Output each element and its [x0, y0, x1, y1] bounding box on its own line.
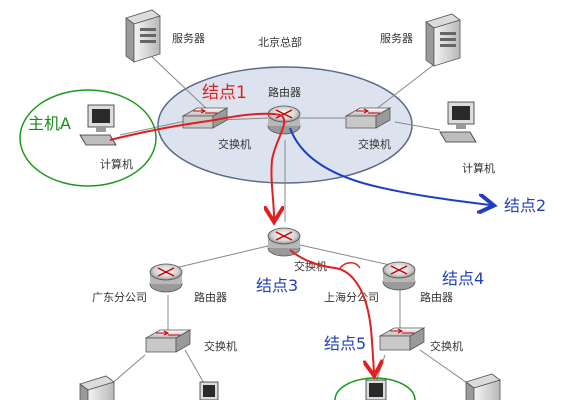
switch-hq-left-label: 交换机 [218, 137, 251, 151]
red-path-2 [289, 249, 374, 372]
host-a-label: 主机A [28, 114, 71, 133]
node5-label: 结点5 [324, 334, 366, 353]
router-icon [149, 263, 183, 293]
router-gd-label: 路由器 [194, 290, 227, 304]
node4-label: 结点4 [442, 269, 484, 288]
hq-label: 北京总部 [258, 35, 302, 49]
switch-icon [344, 107, 392, 129]
switch-icon [378, 327, 426, 351]
router-hq-label: 路由器 [268, 85, 301, 99]
node2-label: 结点2 [504, 196, 546, 215]
switch-hq-right-label: 交换机 [358, 137, 391, 151]
host-a-circle [19, 89, 157, 187]
node3-label: 结点3 [256, 276, 298, 295]
router-icon [382, 261, 416, 291]
computer-left-label: 计算机 [100, 157, 133, 171]
red-path [109, 112, 286, 218]
blue-path [289, 127, 490, 205]
server-right-label: 服务器 [380, 32, 413, 45]
switch-sh-label: 交换机 [430, 339, 463, 353]
switch-gd-label: 交换机 [204, 339, 237, 353]
computer-right-label: 计算机 [462, 161, 495, 175]
router-sh-label: 路由器 [420, 290, 453, 304]
switch-mid-label: 交换机 [294, 259, 327, 273]
switch-icon [144, 329, 192, 353]
server-icon [465, 373, 501, 400]
node1-label: 结点1 [202, 83, 247, 103]
computer-icon [79, 104, 117, 146]
computer-icon [199, 381, 219, 400]
branch-sh-label: 上海分公司 [324, 290, 379, 304]
server-icon [425, 13, 461, 67]
branch-gd-label: 广东分公司 [92, 291, 147, 304]
red-path-3 [339, 262, 361, 269]
server-icon [125, 9, 161, 63]
computer-icon [439, 101, 477, 143]
computer-icon [365, 379, 387, 400]
server-icon [79, 375, 115, 400]
server-left-label: 服务器 [172, 32, 205, 45]
router-icon [267, 227, 301, 257]
